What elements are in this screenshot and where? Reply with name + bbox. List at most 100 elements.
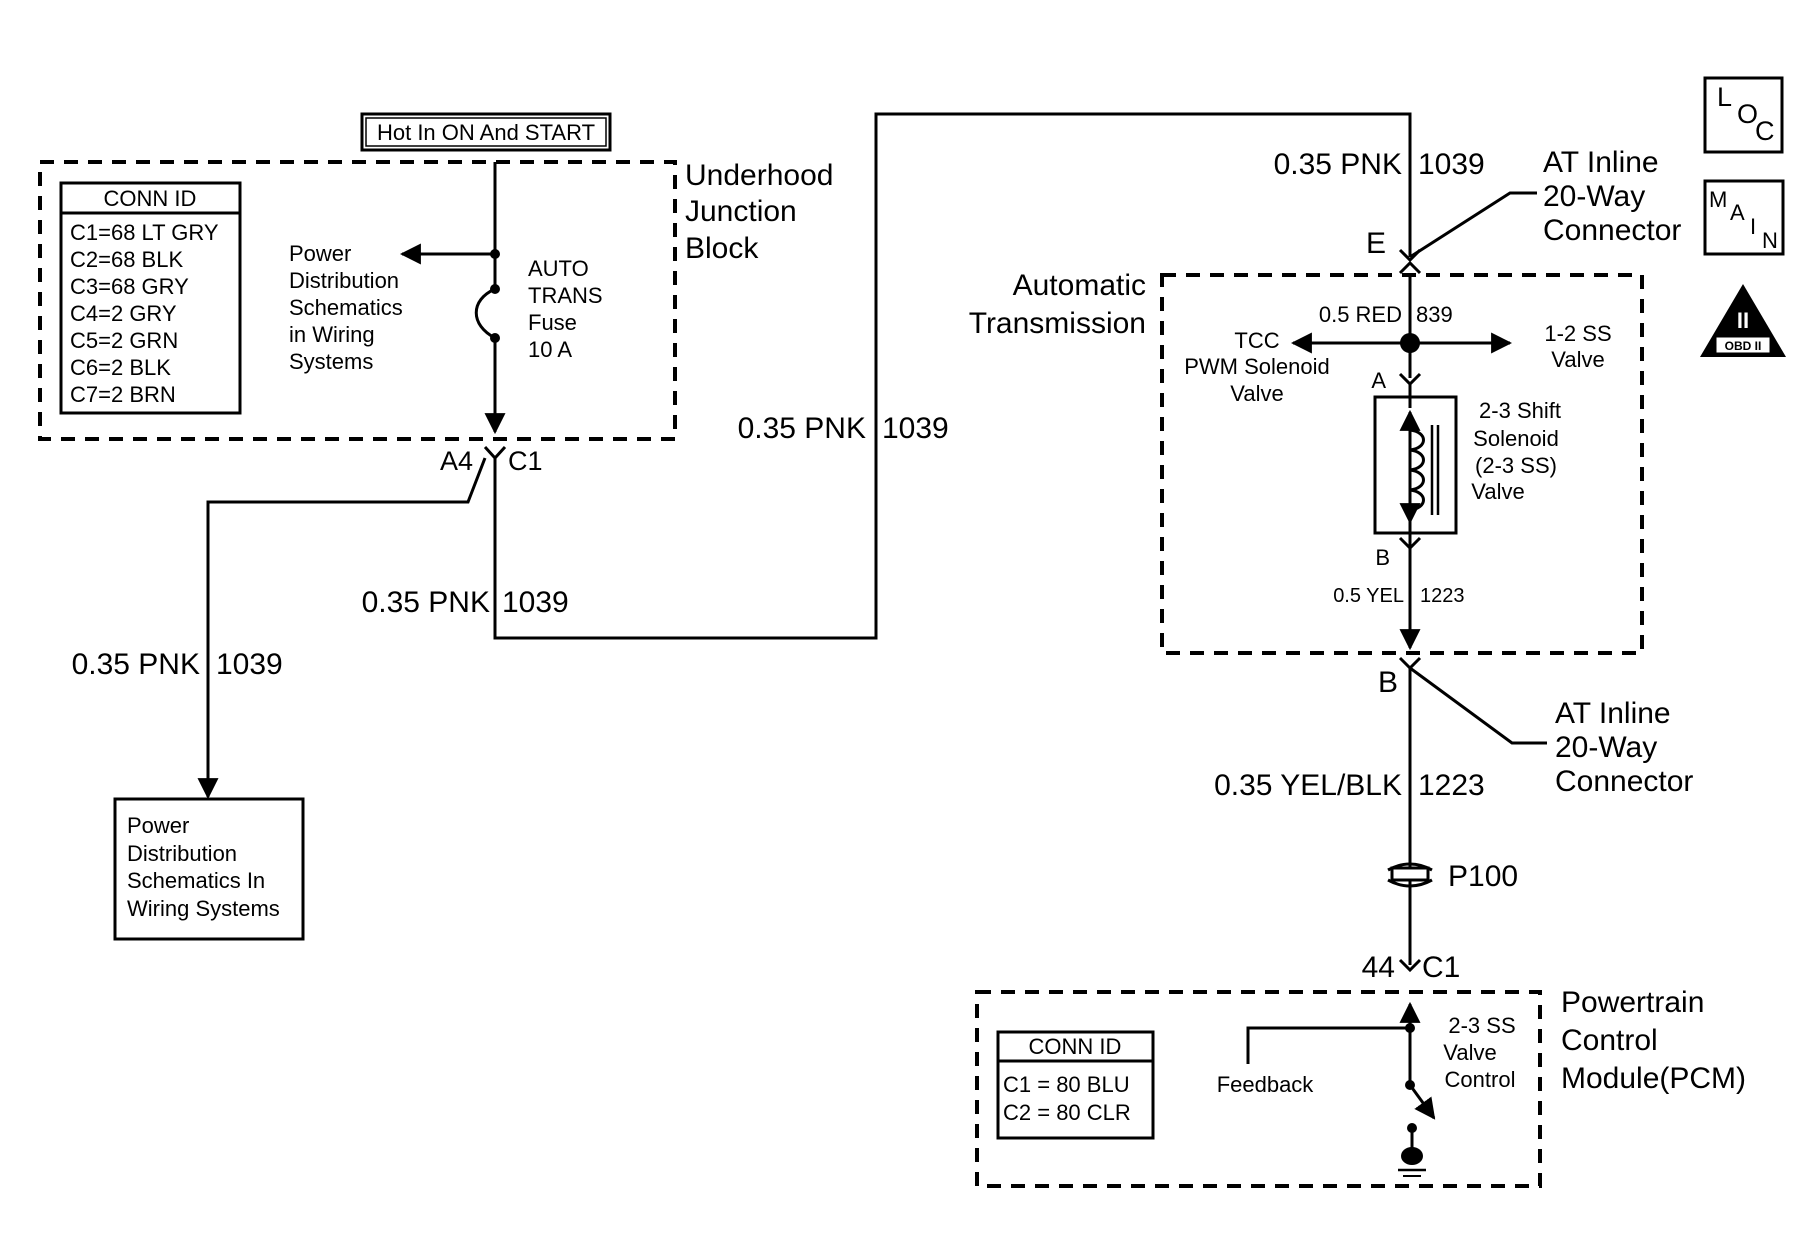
mid-wire-gauge: 0.35 PNK bbox=[738, 412, 866, 445]
yelblk-wire-circuit: 1223 bbox=[1418, 769, 1485, 802]
svg-text:20-Way: 20-Way bbox=[1543, 180, 1645, 213]
red-wire-gauge: 0.5 RED bbox=[1319, 302, 1402, 327]
solenoid-pin-b: B bbox=[1375, 545, 1390, 570]
switch-icon bbox=[1408, 1084, 1436, 1120]
yelblk-wire-gauge: 0.35 YEL/BLK bbox=[1214, 769, 1402, 802]
svg-text:Systems: Systems bbox=[289, 349, 373, 374]
fuse-symbol bbox=[474, 287, 496, 340]
svg-text:Power: Power bbox=[127, 813, 189, 838]
underhood-conn-id-header: CONN ID bbox=[104, 186, 197, 211]
svg-text:Power: Power bbox=[289, 241, 351, 266]
svg-text:Distribution: Distribution bbox=[127, 841, 237, 866]
power-distribution-reference: Power Distribution Schematics in Wiring … bbox=[289, 241, 403, 374]
tcc-pwm-solenoid-label: TCC PWM Solenoid Valve bbox=[1184, 328, 1330, 406]
pcm-conn-row: C2 = 80 CLR bbox=[1003, 1100, 1131, 1125]
solenoid-coil-icon bbox=[1409, 428, 1425, 512]
pcm-connector-symbol bbox=[1398, 958, 1422, 973]
svg-text:AT Inline: AT Inline bbox=[1555, 697, 1671, 730]
wire-to-power-distribution bbox=[197, 457, 487, 800]
transmission-title-line-1: Automatic bbox=[1013, 269, 1146, 302]
left-wire-circuit: 1039 bbox=[216, 648, 283, 681]
connector-a4-c1-symbol bbox=[483, 445, 507, 461]
pcm-pin-number: 44 bbox=[1362, 951, 1395, 984]
hot-box-label: Hot In ON And START bbox=[377, 120, 595, 145]
svg-text:Distribution: Distribution bbox=[289, 268, 399, 293]
pcm-conn-id-header: CONN ID bbox=[1029, 1034, 1122, 1059]
svg-text:II: II bbox=[1737, 308, 1749, 333]
svg-text:TCC: TCC bbox=[1234, 328, 1279, 353]
pcm-conn-id-table: CONN ID C1 = 80 BLU C2 = 80 CLR bbox=[996, 1030, 1155, 1140]
automatic-transmission: Automatic Transmission 0.5 RED 839 TCC P… bbox=[969, 269, 1644, 655]
svg-text:1-2 SS: 1-2 SS bbox=[1544, 321, 1611, 346]
power-distribution-box: Power Distribution Schematics In Wiring … bbox=[113, 797, 305, 941]
underhood-title-line-3: Block bbox=[685, 232, 759, 265]
inline-connector-b-symbol bbox=[1398, 656, 1422, 671]
svg-text:20-Way: 20-Way bbox=[1555, 731, 1657, 764]
top-wire-gauge: 0.35 PNK bbox=[1274, 148, 1402, 181]
pcm-title-line-1: Powertrain bbox=[1561, 986, 1704, 1019]
svg-text:AT Inline: AT Inline bbox=[1543, 146, 1659, 179]
inline-pin-e: E bbox=[1366, 227, 1386, 260]
pcm-pin-connector: C1 bbox=[1422, 951, 1460, 984]
underhood-conn-row: C6=2 BLK bbox=[70, 355, 171, 380]
transmission-title-line-2: Transmission bbox=[969, 307, 1146, 340]
underhood-conn-row: C3=68 GRY bbox=[70, 274, 189, 299]
svg-text:Valve: Valve bbox=[1443, 1040, 1496, 1065]
inline-connector-bottom-label: AT Inline 20-Way Connector bbox=[1555, 697, 1693, 798]
solenoid-2-3-shift bbox=[1373, 384, 1458, 546]
svg-text:(2-3 SS): (2-3 SS) bbox=[1475, 453, 1557, 478]
svg-text:Valve: Valve bbox=[1551, 347, 1604, 372]
svg-text:AUTO: AUTO bbox=[528, 256, 589, 281]
pcm-title-line-2: Control bbox=[1561, 1024, 1658, 1057]
loc-badge: L O C bbox=[1703, 76, 1784, 154]
ground-icon bbox=[1398, 1123, 1426, 1177]
underhood-conn-row: C7=2 BRN bbox=[70, 382, 176, 407]
obd-ii-badge: II OBD II bbox=[1700, 284, 1786, 357]
svg-text:Schematics: Schematics bbox=[289, 295, 403, 320]
fuse-label: AUTO TRANS Fuse 10 A bbox=[528, 256, 603, 362]
hot-in-on-and-start-box: Hot In ON And START bbox=[360, 112, 612, 152]
svg-text:PWM Solenoid: PWM Solenoid bbox=[1184, 354, 1330, 379]
svg-text:2-3 Shift: 2-3 Shift bbox=[1479, 398, 1561, 423]
inline-connector-top-label: AT Inline 20-Way Connector bbox=[1543, 146, 1681, 247]
solenoid-pin-a: A bbox=[1371, 368, 1386, 393]
svg-text:M: M bbox=[1709, 187, 1727, 212]
inline-pin-b: B bbox=[1378, 666, 1398, 699]
solenoid-2-3-label: 2-3 Shift Solenoid (2-3 SS) Valve bbox=[1471, 398, 1561, 504]
low-wire-gauge: 0.35 PNK bbox=[362, 586, 490, 619]
ss23-valve-control-label: 2-3 SS Valve Control bbox=[1443, 1013, 1515, 1092]
svg-text:O: O bbox=[1737, 99, 1758, 129]
svg-text:A: A bbox=[1730, 200, 1745, 225]
svg-text:Valve: Valve bbox=[1471, 479, 1524, 504]
svg-text:2-3 SS: 2-3 SS bbox=[1448, 1013, 1515, 1038]
feedback-line bbox=[1246, 1026, 1410, 1064]
underhood-conn-row: C5=2 GRN bbox=[70, 328, 178, 353]
underhood-conn-row: C2=68 BLK bbox=[70, 247, 183, 272]
left-wire-gauge: 0.35 PNK bbox=[72, 648, 200, 681]
ss12-valve-label: 1-2 SS Valve bbox=[1544, 321, 1611, 372]
feedback-label: Feedback bbox=[1217, 1072, 1315, 1097]
pcm-conn-row: C1 = 80 BLU bbox=[1003, 1072, 1130, 1097]
underhood-conn-id-table: CONN ID C1=68 LT GRY C2=68 BLK C3=68 GRY… bbox=[59, 181, 242, 415]
mid-wire-circuit: 1039 bbox=[882, 412, 949, 445]
underhood-title-line-1: Underhood bbox=[685, 159, 833, 192]
svg-text:Fuse: Fuse bbox=[528, 310, 577, 335]
pcm-title-line-3: Module(PCM) bbox=[1561, 1062, 1746, 1095]
svg-text:Valve: Valve bbox=[1230, 381, 1283, 406]
svg-text:OBD II: OBD II bbox=[1725, 339, 1762, 353]
svg-text:Connector: Connector bbox=[1555, 765, 1693, 798]
svg-text:N: N bbox=[1762, 228, 1778, 253]
svg-text:Control: Control bbox=[1445, 1067, 1516, 1092]
underhood-title-line-2: Junction bbox=[685, 195, 797, 228]
powertrain-control-module: Powertrain Control Module(PCM) CONN ID C… bbox=[975, 986, 1746, 1188]
svg-text:I: I bbox=[1750, 214, 1756, 239]
red-wire-circuit: 839 bbox=[1416, 302, 1453, 327]
pin-c1-label: C1 bbox=[508, 446, 543, 476]
low-wire-circuit: 1039 bbox=[502, 586, 569, 619]
inline-bottom-leader bbox=[1409, 666, 1547, 745]
p100-label: P100 bbox=[1448, 860, 1518, 893]
wire-pnk-1039 bbox=[493, 112, 1412, 640]
svg-text:in Wiring: in Wiring bbox=[289, 322, 375, 347]
p100-passthrough-symbol bbox=[1387, 862, 1433, 888]
svg-text:Solenoid: Solenoid bbox=[1473, 426, 1559, 451]
